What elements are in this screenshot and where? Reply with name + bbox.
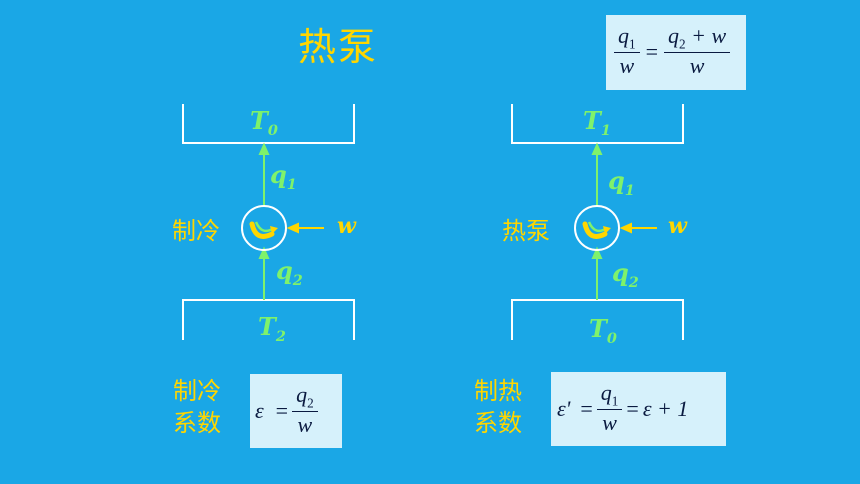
right-formula-epsilon-prime: ε' [557,396,571,421]
left-work-label: w [337,213,356,239]
left-device-label: 制冷 [172,217,220,245]
right-coefficient-label-line1: 制热 [474,377,522,405]
right-q1-letter: q [608,166,625,195]
right-bottom-reservoir-sub: 0 [606,329,617,347]
left-formula-epsilon: ε [255,398,264,423]
left-work-arrowhead [286,222,299,234]
right-q2-letter: q [612,258,629,287]
left-formula-fraction: q2 w [292,383,318,438]
left-q1-arrowhead [258,142,270,155]
left-q2-sub: 2 [292,271,303,289]
top-formula-rhs-num-sub: 2 [679,36,686,52]
right-bottom-reservoir-T: T [589,314,607,343]
left-formula-box: ε = q2 w [250,374,342,448]
left-q2-arrowhead [258,246,270,259]
top-formula-rhs-fraction: q2 + w w [664,23,731,79]
left-coefficient-label: 制冷 系数 [173,375,221,439]
left-q2-letter: q [276,256,293,285]
left-formula-num: q [296,382,308,408]
right-work-label: w [668,213,687,239]
left-q1-letter: q [270,160,287,189]
right-q1-sub: 1 [624,181,635,199]
left-bottom-reservoir-label: T2 [258,312,286,345]
left-device-icon [241,205,287,251]
top-formula-lhs-num: q [618,23,629,49]
right-top-reservoir-sub: 1 [600,121,611,139]
right-device-label: 热泵 [502,217,550,245]
page-title: 热泵 [298,25,379,69]
left-bottom-reservoir-sub: 2 [275,327,286,345]
right-coefficient-label-line2: 系数 [474,409,522,437]
right-q2-sub: 2 [628,273,639,291]
left-top-reservoir-sub: 0 [267,121,278,139]
right-q2-arrowhead [591,246,603,259]
right-formula-box: ε' = q1 w = ε + 1 [551,372,726,446]
right-top-reservoir-label: T1 [583,106,611,139]
right-formula-fraction: q1 w [596,380,623,436]
left-bottom-reservoir-T: T [258,312,276,341]
right-formula-num: q [600,380,612,406]
right-formula-den: w [602,410,617,436]
top-formula-rhs-den: w [689,53,705,79]
right-q1-label: q1 [608,166,635,199]
left-top-reservoir [182,104,355,144]
left-bottom-reservoir [182,299,355,340]
right-formula-num-sub: 1 [611,393,619,409]
left-q1-sub: 1 [286,175,297,193]
left-top-reservoir-T: T [250,106,268,135]
left-formula-equals: = [275,398,289,423]
left-q2-label: q2 [276,256,303,289]
top-formula-lhs-num-sub: 1 [629,36,636,52]
top-formula-equals: = [645,39,659,64]
top-formula-lhs-den: w [619,53,635,79]
right-formula-equals-1: = [580,396,593,421]
top-formula-rhs-num: q [668,23,680,49]
top-formula-rhs-num-tail: + w [685,23,727,49]
right-q2-label: q2 [612,258,639,291]
left-formula-num-sub: 2 [307,395,314,411]
left-top-reservoir-label: T0 [250,106,278,139]
top-formula-lhs-fraction: q1 w [614,24,640,79]
left-coefficient-label-line2: 系数 [173,409,221,437]
left-formula-den: w [297,412,313,438]
right-work-arrowhead [619,222,632,234]
top-formula-box: q1 w = q2 + w w [606,15,746,90]
left-coefficient-label-line1: 制冷 [173,377,221,405]
right-top-reservoir-T: T [583,106,601,135]
right-coefficient-label: 制热 系数 [474,375,522,439]
right-top-reservoir [511,104,684,144]
right-formula-tail: ε + 1 [642,396,689,421]
left-q1-label: q1 [270,160,297,193]
right-q1-arrowhead [591,142,603,155]
right-device-icon [574,205,620,251]
right-formula-equals-2: = [626,396,639,421]
right-bottom-reservoir-label: T0 [589,314,617,347]
